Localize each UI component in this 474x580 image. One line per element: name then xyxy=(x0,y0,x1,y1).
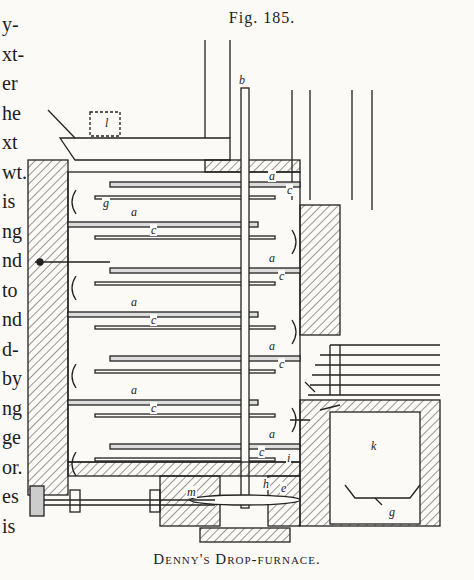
text-fragment: nd xyxy=(2,250,22,270)
callout-letter: k xyxy=(370,440,377,452)
text-fragment: nd xyxy=(2,309,22,329)
text-fragment: he xyxy=(2,103,21,123)
text-fragment: ge xyxy=(2,427,21,447)
callout-letter: a xyxy=(268,428,276,440)
callout-letter: c xyxy=(278,270,285,282)
callout-letter: g xyxy=(388,506,396,518)
text-fragment: xt- xyxy=(2,44,24,64)
callout-letter: c xyxy=(286,184,293,196)
callout-letter: l xyxy=(104,117,109,129)
callout-letter: h xyxy=(262,478,270,490)
text-fragment: by xyxy=(2,368,22,388)
callout-letter: a xyxy=(130,384,138,396)
figure-title: Fig. 185. xyxy=(229,10,295,26)
text-fragment: xt xyxy=(2,132,18,152)
callout-letter: g xyxy=(102,197,110,209)
callout-letter: e xyxy=(280,482,287,494)
text-fragment: d- xyxy=(2,339,19,359)
callout-letter: c xyxy=(278,358,285,370)
callout-letter: i xyxy=(286,452,291,464)
callout-letter: m xyxy=(186,486,197,498)
callout-letter: a xyxy=(268,252,276,264)
text-fragment: es xyxy=(2,486,19,506)
text-fragment: er xyxy=(2,73,18,93)
text-fragment: ng xyxy=(2,221,22,241)
figure-caption: Denny's Drop-furnace. xyxy=(153,552,320,567)
callout-letter: c xyxy=(258,446,265,458)
text-fragment: wt. xyxy=(2,162,27,182)
text-fragment: is xyxy=(2,516,15,536)
text-fragment: to xyxy=(2,280,18,300)
callout-letter: a xyxy=(268,170,276,182)
text-fragment: ng xyxy=(2,398,22,418)
callout-letter: c xyxy=(150,224,157,236)
callout-letter: a xyxy=(268,340,276,352)
text-fragment: y- xyxy=(2,14,19,34)
callout-letter: a xyxy=(130,296,138,308)
text-fragment: is xyxy=(2,191,15,211)
callout-letter: b xyxy=(238,74,246,86)
callout-letter: a xyxy=(130,206,138,218)
callout-letter: c xyxy=(150,314,157,326)
text-fragment: or. xyxy=(2,457,23,477)
callout-letter: c xyxy=(150,402,157,414)
